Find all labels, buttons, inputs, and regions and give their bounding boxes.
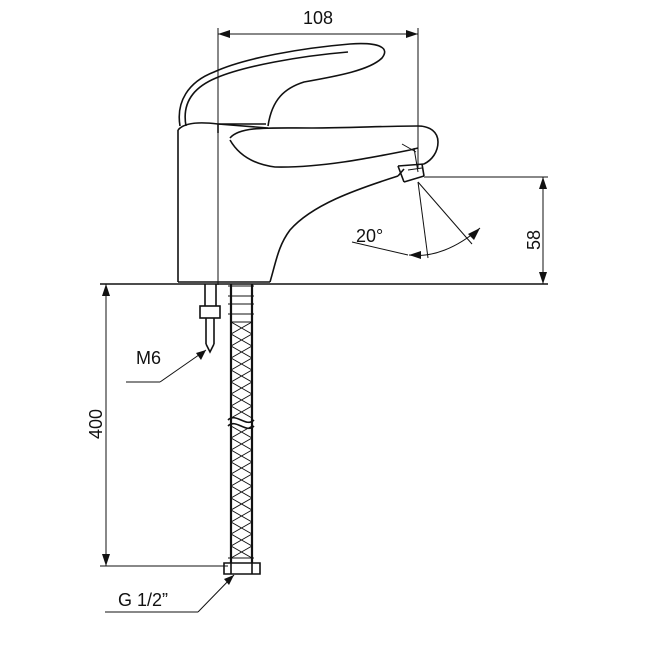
flexible-hose [227, 284, 255, 563]
thread-rod-label: M6 [136, 348, 161, 368]
g12-callout: G 1/2” [105, 574, 235, 613]
thread-connection-label: G 1/2” [118, 590, 168, 610]
faucet-body [177, 122, 419, 283]
top-width-dimension: 108 [217, 8, 419, 285]
hose-length-dimension: 400 [86, 283, 228, 567]
angle-label: 20° [356, 226, 383, 246]
spout-and-aerator [229, 125, 439, 183]
threaded-rod [199, 284, 221, 354]
m6-callout: M6 [126, 348, 207, 383]
lever-handle [178, 42, 386, 133]
spout-height-dimension-label: 58 [524, 230, 544, 250]
bottom-connection-nut [223, 562, 261, 575]
width-dimension-label: 108 [303, 8, 333, 28]
angle-marker: 20° [351, 181, 481, 259]
hose-length-dimension-label: 400 [86, 409, 106, 439]
spout-height-dimension: 58 [424, 176, 548, 284]
